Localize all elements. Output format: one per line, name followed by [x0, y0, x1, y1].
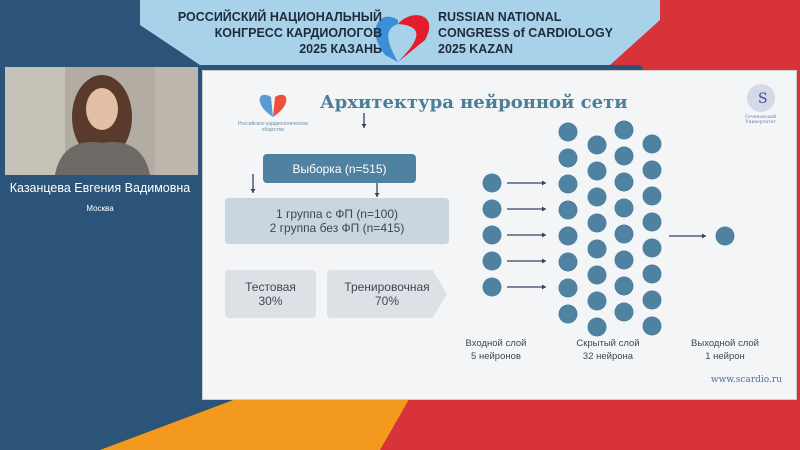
layer-name: Скрытый слой	[576, 338, 640, 349]
hidden-neuron	[558, 278, 578, 298]
hidden-neuron	[587, 213, 607, 233]
train-pct: 70%	[374, 294, 400, 308]
tree-logo-icon: S	[746, 84, 775, 112]
hidden-neuron	[614, 146, 634, 166]
hidden-neuron	[558, 252, 578, 272]
svg-text:S: S	[758, 91, 768, 107]
layer-count: 1 нейрон	[705, 351, 745, 362]
sechenov-logo: S Сеченовский Университет	[733, 83, 788, 125]
hidden-neuron	[614, 198, 634, 218]
train-label: Тренировочная	[344, 280, 430, 294]
hidden-neuron	[614, 224, 634, 244]
hidden-neuron	[642, 160, 662, 180]
banner-ru-line: КОНГРЕСС КАРДИОЛОГОВ	[214, 26, 382, 40]
hidden-neuron	[558, 226, 578, 246]
hidden-neuron	[642, 212, 662, 232]
input-layer-label: Входной слой 5 нейронов	[446, 337, 546, 363]
rko-logo: Российское кардиологическое общество	[233, 89, 313, 133]
layer-name: Выходной слой	[691, 338, 759, 349]
hidden-layer-label: Скрытый слой 32 нейрона	[558, 337, 658, 363]
layer-name: Входной слой	[465, 338, 527, 349]
hidden-neuron	[587, 135, 607, 155]
hidden-neuron	[614, 250, 634, 270]
hidden-neuron	[587, 161, 607, 181]
arrow-head	[250, 189, 256, 193]
test-label: Тестовая	[245, 280, 296, 294]
test-pct: 30%	[258, 294, 283, 308]
hidden-neuron	[587, 265, 607, 285]
hidden-neuron	[642, 290, 662, 310]
hidden-neuron	[587, 239, 607, 259]
hidden-neuron	[642, 316, 662, 336]
website-link[interactable]: www.scardio.ru	[710, 375, 782, 385]
hidden-neuron	[642, 134, 662, 154]
group-1: 1 группа с ФП (n=100)	[275, 207, 399, 221]
input-arrow-head	[542, 232, 546, 238]
output-arrow-head	[702, 233, 706, 239]
hidden-neuron	[614, 276, 634, 296]
hidden-neuron	[614, 172, 634, 192]
input-arrow-head	[542, 258, 546, 264]
input-neuron	[482, 173, 502, 193]
input-arrow-head	[542, 284, 546, 290]
groups-box: 1 группа с ФП (n=100)2 группа без ФП (n=…	[225, 198, 449, 244]
hidden-neuron	[614, 302, 634, 322]
hidden-neuron	[558, 122, 578, 142]
sample-box: Выборка (n=515)	[263, 154, 416, 183]
hidden-neuron	[587, 187, 607, 207]
hidden-neuron	[642, 264, 662, 284]
hidden-neuron	[558, 148, 578, 168]
input-neuron	[482, 251, 502, 271]
hidden-neuron	[558, 304, 578, 324]
logo-left-text: Российское кардиологическое общество	[237, 121, 309, 133]
heart-logo-icon	[259, 94, 287, 117]
input-neuron	[482, 199, 502, 219]
input-neuron	[482, 277, 502, 297]
congress-banner: РОССИЙСКИЙ НАЦИОНАЛЬНЫЙ КОНГРЕСС КАРДИОЛО…	[150, 0, 650, 65]
group-2: 2 группа без ФП (n=415)	[269, 221, 405, 235]
hidden-neuron	[558, 174, 578, 194]
slide-title: Архитектура нейронной сети	[320, 92, 628, 113]
neural-network-diagram	[250, 113, 735, 337]
congress-logo	[375, 16, 398, 63]
hidden-neuron	[587, 317, 607, 337]
hidden-neuron	[642, 186, 662, 206]
speaker-city: Москва	[86, 204, 114, 213]
layer-count: 5 нейронов	[471, 351, 521, 362]
hidden-neuron	[614, 120, 634, 140]
banner-ru-line: 2025 КАЗАНЬ	[299, 42, 382, 56]
banner-en-line: 2025 KAZAN	[438, 42, 514, 56]
input-arrow-head	[542, 206, 546, 212]
hidden-neuron	[642, 238, 662, 258]
speaker-video	[5, 67, 198, 175]
banner-en-line: CONGRESS of CARDIOLOGY	[438, 26, 614, 40]
arrow-head	[361, 124, 367, 128]
logo-right-text: Сеченовский Университет	[744, 115, 777, 125]
banner-ru-line: РОССИЙСКИЙ НАЦИОНАЛЬНЫЙ	[177, 10, 382, 24]
hidden-neuron	[558, 200, 578, 220]
presentation-slide: Российское кардиологическое общество S С…	[202, 70, 797, 400]
output-neuron	[715, 226, 735, 246]
banner-en-line: RUSSIAN NATIONAL	[438, 10, 562, 24]
speaker-name: Казанцева Евгения Вадимовна	[9, 181, 191, 195]
hidden-neuron	[587, 291, 607, 311]
layer-count: 32 нейрона	[582, 351, 634, 362]
arrow-head	[374, 193, 380, 197]
input-neuron	[482, 225, 502, 245]
output-layer-label: Выходной слой 1 нейрон	[675, 337, 775, 363]
input-arrow-head	[542, 180, 546, 186]
